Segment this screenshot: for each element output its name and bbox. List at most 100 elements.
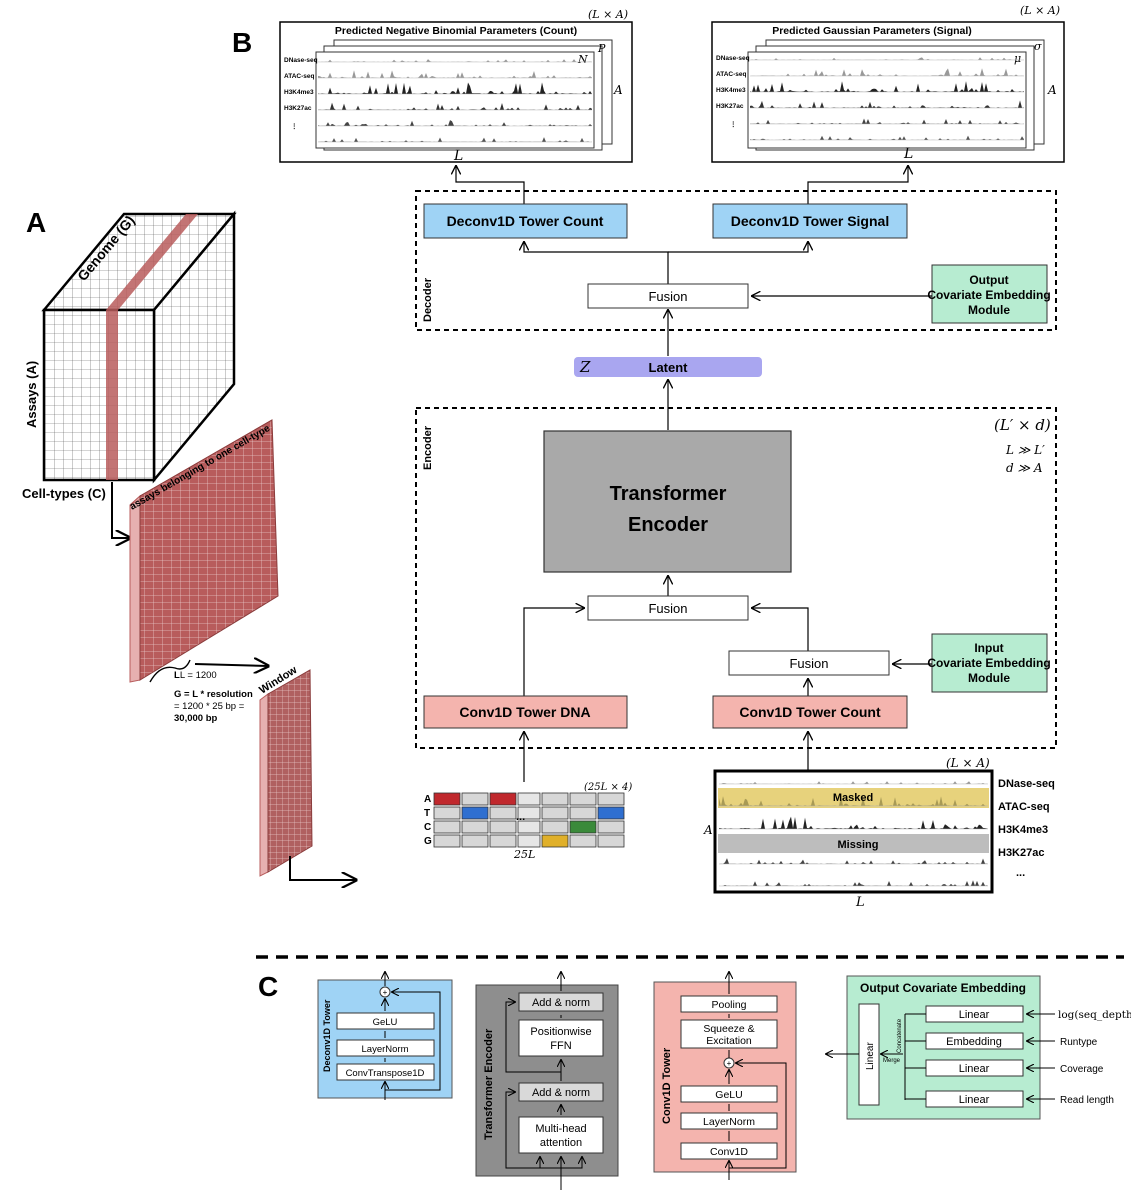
- deconv-tower-signal-label: Deconv1D Tower Signal: [731, 213, 889, 229]
- panel-a-label: A: [26, 207, 46, 238]
- slice-arrow: [111, 482, 130, 538]
- l-1200-label: LL = 1200: [174, 670, 217, 681]
- panel-c: C Deconv1D Tower GeLU LayerNorm ConvTran…: [258, 971, 1131, 1190]
- deconv-residual-add: [379, 986, 391, 998]
- input-track-atac: ATAC-seq: [998, 801, 1050, 813]
- g-formula-3: 30,000 bp: [174, 713, 217, 724]
- input-track-more: ...: [1016, 867, 1025, 879]
- g-formula-1: G = L * resolution: [174, 689, 253, 700]
- count-layer-p-label: P: [597, 42, 606, 55]
- signal-track-profile: [750, 68, 1024, 76]
- panel-c-label: C: [258, 971, 278, 1002]
- dna-letter-t: T: [424, 808, 430, 819]
- count-track-labels: DNase-seq ATAC-seq H3K4me3 H3K27ac ⋮: [284, 57, 318, 130]
- input-l-label: L: [855, 895, 865, 910]
- dna-cell: [597, 806, 625, 820]
- dna-cell: [541, 806, 569, 820]
- encoder-label: Encoder: [422, 425, 434, 470]
- decoder-box: [415, 190, 1057, 331]
- dna-cell: [489, 792, 517, 806]
- count-tracks: [318, 59, 592, 143]
- input-track-labels: DNase-seq ATAC-seq H3K4me3 H3K27ac ...: [998, 778, 1055, 879]
- conv-conv1d-label: Conv1D: [710, 1146, 748, 1158]
- tf-addnorm-top: [518, 992, 604, 1012]
- label-line: Multi-head: [535, 1123, 586, 1135]
- label-line: Covariate Embedding: [927, 288, 1050, 302]
- input-a-label: A: [703, 823, 713, 837]
- dna-cell: [517, 806, 541, 820]
- dna-cell: [517, 834, 541, 848]
- label-line: Input: [974, 641, 1003, 655]
- count-track-profile: [318, 137, 592, 142]
- transformer-encoder-block: [543, 430, 792, 573]
- signal-track-h3k4me3: H3K4me3: [716, 87, 746, 94]
- missing-label: Missing: [838, 839, 879, 851]
- deconv-gelu-label: GeLU: [373, 1017, 398, 1028]
- window-arrow: [194, 664, 268, 666]
- label-line: Output: [969, 273, 1008, 287]
- tensor-front-face: [42, 308, 156, 482]
- oc-input-seqdepth: log(seq_depth): [1058, 1009, 1131, 1021]
- conv-pooling-label: Pooling: [711, 999, 746, 1011]
- label-line: Encoder: [628, 514, 708, 536]
- dna-cell: [489, 806, 517, 820]
- input-fusion-label: Fusion: [789, 656, 828, 671]
- count-track-profile: [318, 82, 592, 94]
- tf-addnorm-top-label: Add & norm: [532, 997, 590, 1009]
- conv-conv1d: [680, 1142, 778, 1160]
- dna-cell: [597, 792, 625, 806]
- label-line: Positionwise: [530, 1026, 591, 1038]
- oc-input-readlength: Read length: [1060, 1095, 1114, 1106]
- celltype-slice-front: [106, 310, 118, 480]
- input-tracks: [719, 781, 988, 887]
- count-track-h3k4me3: H3K4me3: [284, 89, 314, 96]
- signal-track-atac: ATAC-seq: [716, 71, 746, 78]
- fusion-to-count-arrow: [524, 242, 669, 284]
- dna-cell: [569, 820, 597, 834]
- masked-band: [718, 788, 989, 808]
- input-covariate-module: [931, 633, 1048, 693]
- dna-dim: (25L × 4): [584, 782, 632, 793]
- count-out-l-label: L: [453, 148, 463, 164]
- encoder-fusion-label: Fusion: [648, 601, 687, 616]
- dna-cell: [461, 792, 489, 806]
- count-layer-front: [315, 51, 595, 149]
- decoder-fusion-label: Fusion: [648, 289, 687, 304]
- count-track-atac: ATAC-seq: [284, 73, 314, 80]
- dna-cell: [569, 834, 597, 848]
- signal-out-arrow: [807, 166, 908, 206]
- transformer-detail-label: Transformer Encoder: [483, 1028, 495, 1140]
- signal-track-profile: [750, 135, 1024, 140]
- latent-label: Latent: [649, 360, 689, 375]
- dna-cell: [433, 834, 461, 848]
- signal-track-profile: [750, 81, 1024, 92]
- latent-bar: [574, 357, 762, 377]
- oc-input-runtype: Runtype: [1060, 1037, 1098, 1048]
- dna-cell: [517, 820, 541, 834]
- count-out-a-label: A: [613, 83, 623, 97]
- oc-merge-label: Merge: [883, 1058, 901, 1064]
- input-track-profile: [719, 781, 988, 784]
- input-track-h3k4me3: H3K4me3: [998, 824, 1048, 836]
- fusion-to-signal-arrow: [668, 242, 808, 253]
- conv-tower-count-label: Conv1D Tower Count: [739, 704, 881, 720]
- label-line: Transformer: [610, 483, 727, 505]
- encoder-fusion: [587, 595, 749, 621]
- slab-left-edge: [129, 494, 141, 683]
- panel-a: A Genome (G) Assays (A) Cell-types (C) a…: [22, 207, 356, 880]
- signal-output-title: Predicted Gaussian Parameters (Signal): [772, 25, 972, 37]
- conv-plus: +: [727, 1059, 732, 1068]
- panel-b: B Predicted Negative Binomial Parameters…: [232, 4, 1065, 910]
- count-out-arrow: [456, 166, 525, 206]
- tf-residual-2: [505, 1002, 561, 1073]
- count-output: Predicted Negative Binomial Parameters (…: [279, 8, 633, 164]
- signal-tracks: [750, 57, 1024, 141]
- dna-letter-c: C: [424, 822, 431, 833]
- window-face: [267, 669, 313, 873]
- signal-track-h3k27ac: H3K27ac: [716, 103, 744, 110]
- output-covariate-module: [931, 264, 1048, 324]
- conv-se: [680, 1019, 778, 1049]
- dna-letter-g: G: [424, 836, 432, 847]
